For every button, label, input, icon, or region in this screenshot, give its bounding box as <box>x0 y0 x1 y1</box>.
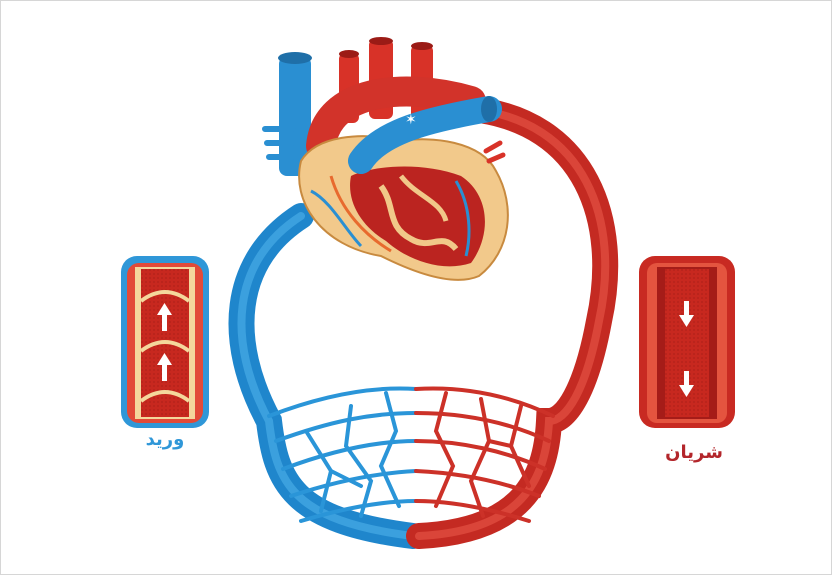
vein-label: ورید <box>125 429 205 450</box>
artery-cross-section <box>639 256 735 428</box>
heart: ✶ <box>265 37 508 280</box>
artery-label: شریان <box>649 442 739 463</box>
svg-text:✶: ✶ <box>405 112 417 128</box>
vein-cross-section <box>121 256 209 428</box>
